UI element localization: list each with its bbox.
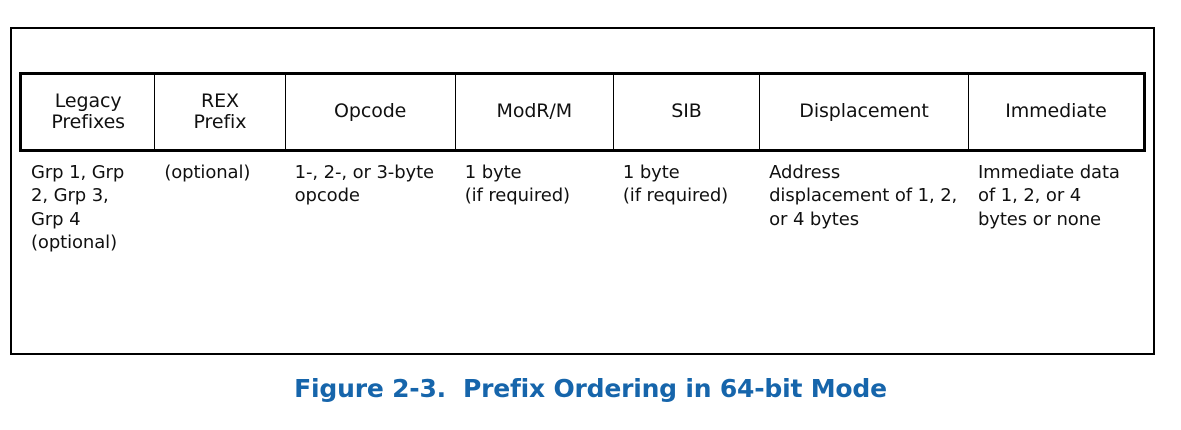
instruction-format-table: Legacy Prefixes REX Prefix Opcode ModR/M… xyxy=(19,72,1146,352)
column-header-modrm: ModR/M xyxy=(454,75,613,149)
column-header-displacement: Displacement xyxy=(759,75,968,149)
cell-modrm: 1 byte (if required) xyxy=(464,162,570,207)
cell-legacy-prefixes: Grp 1, Grp 2, Grp 3, Grp 4 (optional) xyxy=(31,162,125,254)
column-header-sib: SIB xyxy=(612,75,759,149)
column-header-immediate-label: Immediate xyxy=(1005,100,1107,123)
table-header-row: Legacy Prefixes REX Prefix Opcode ModR/M… xyxy=(19,72,1146,152)
figure-caption: Figure 2-3. Prefix Ordering in 64-bit Mo… xyxy=(294,374,887,403)
figure-outer-frame: Legacy Prefixes REX Prefix Opcode ModR/M… xyxy=(10,27,1155,355)
column-header-rex-prefix: REX Prefix xyxy=(154,75,284,149)
column-header-displacement-label: Displacement xyxy=(799,100,929,123)
column-header-sib-label: SIB xyxy=(671,100,702,123)
cell-immediate: Immediate data of 1, 2, or 4 bytes or no… xyxy=(977,162,1120,230)
column-header-immediate: Immediate xyxy=(967,75,1143,149)
cell-opcode: 1-, 2-, or 3-byte opcode xyxy=(294,162,435,207)
cell-displacement: Address displacement of 1, 2, or 4 bytes xyxy=(769,162,958,230)
column-header-legacy-prefixes: Legacy Prefixes xyxy=(22,75,154,149)
column-header-legacy-prefixes-label: Legacy Prefixes xyxy=(51,89,125,133)
column-header-opcode-label: Opcode xyxy=(334,100,407,123)
column-header-rex-prefix-label: REX Prefix xyxy=(193,89,247,133)
column-header-modrm-label: ModR/M xyxy=(496,100,573,123)
column-header-opcode: Opcode xyxy=(284,75,455,149)
table-body-row: Grp 1, Grp 2, Grp 3, Grp 4 (optional) (o… xyxy=(19,152,1146,352)
cell-rex-prefix: (optional) xyxy=(164,162,251,183)
cell-sib: 1 byte (if required) xyxy=(622,162,729,207)
